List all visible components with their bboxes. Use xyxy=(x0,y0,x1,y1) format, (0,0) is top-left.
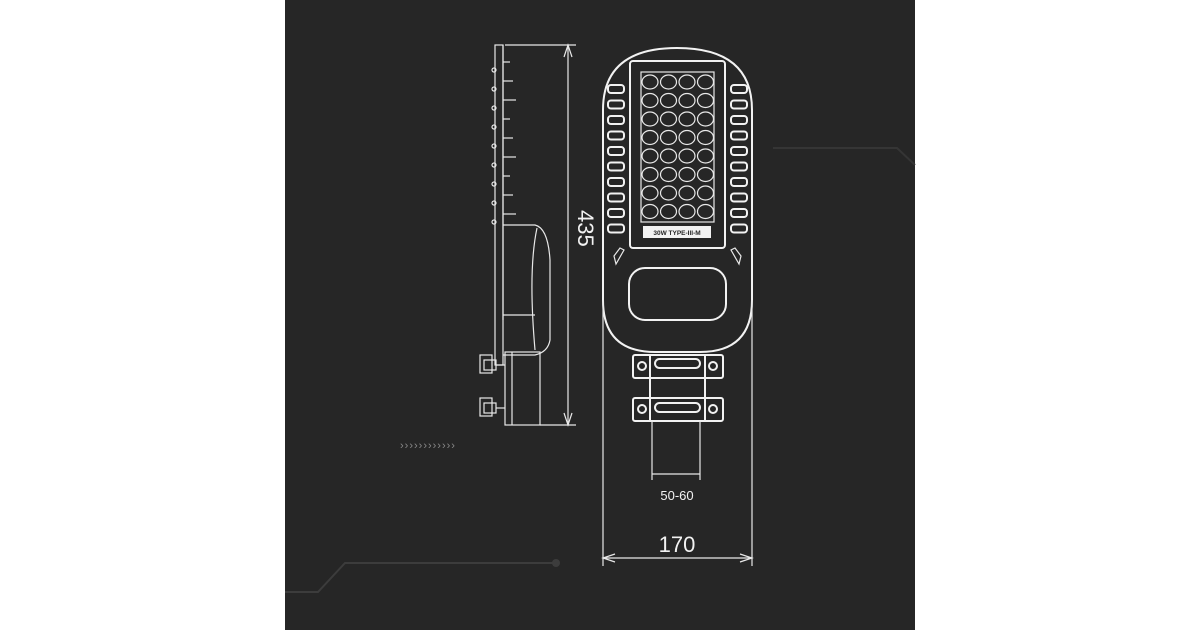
vent-slot xyxy=(607,208,625,218)
decor-line-bottom xyxy=(285,559,560,593)
led-lens xyxy=(659,203,678,220)
vent-slot xyxy=(607,130,625,141)
led-lens xyxy=(641,74,659,90)
vent-slot xyxy=(607,84,625,94)
led-lens xyxy=(641,111,659,127)
led-module-label: 30W TYPE-III-M xyxy=(653,230,700,237)
vent-slot xyxy=(730,84,748,94)
vent-slot xyxy=(730,99,748,110)
led-lens xyxy=(659,74,678,90)
decor-line-right xyxy=(773,147,916,166)
chevron-decor: ›››››››››››› xyxy=(400,440,456,452)
front-view: 30W TYPE-III-M xyxy=(601,46,754,566)
vent-slot xyxy=(730,130,748,141)
vent-slot xyxy=(730,208,748,218)
led-lens xyxy=(696,111,715,127)
height-dimension xyxy=(505,43,576,427)
led-lens xyxy=(641,92,659,109)
vent-slot xyxy=(607,115,625,125)
side-view xyxy=(479,44,551,426)
vent-slot xyxy=(730,115,748,125)
led-lens xyxy=(696,92,715,109)
led-lens xyxy=(659,166,678,183)
led-lens xyxy=(696,74,715,90)
vent-slot xyxy=(607,146,625,156)
led-lens xyxy=(641,129,659,146)
led-lens xyxy=(641,185,659,201)
vent-slot xyxy=(730,192,748,203)
vent-slot xyxy=(730,177,748,187)
led-lens xyxy=(659,129,678,146)
vent-slot xyxy=(607,161,625,172)
vent-slot xyxy=(607,177,625,187)
led-lens xyxy=(696,203,715,220)
vent-slot xyxy=(607,99,625,110)
led-lens xyxy=(659,185,678,201)
led-lens xyxy=(678,129,696,146)
led-lens xyxy=(659,111,678,127)
led-lens xyxy=(696,148,715,164)
vent-slot xyxy=(730,146,748,156)
led-lens xyxy=(641,166,659,183)
led-lens xyxy=(678,148,696,164)
led-lens xyxy=(678,166,696,183)
mounting-bracket xyxy=(632,354,724,422)
led-lens xyxy=(696,129,715,146)
led-lens xyxy=(678,185,696,201)
pole-diameter-label: 50-60 xyxy=(660,488,693,503)
vent-slot xyxy=(730,161,748,172)
width-label: 170 xyxy=(659,532,696,557)
led-lens xyxy=(659,148,678,164)
led-lens xyxy=(678,203,696,220)
vent-slot xyxy=(607,192,625,203)
led-lens xyxy=(696,185,715,201)
led-lens xyxy=(696,166,715,183)
led-lens xyxy=(641,203,659,220)
led-lens xyxy=(678,92,696,109)
vent-slot xyxy=(607,223,625,234)
height-label: 435 xyxy=(573,210,598,247)
vent-slot xyxy=(730,223,748,234)
led-lens xyxy=(641,148,659,164)
led-lens xyxy=(678,74,696,90)
drawing-background xyxy=(285,0,915,630)
led-lens xyxy=(678,111,696,127)
led-lens xyxy=(659,92,678,109)
